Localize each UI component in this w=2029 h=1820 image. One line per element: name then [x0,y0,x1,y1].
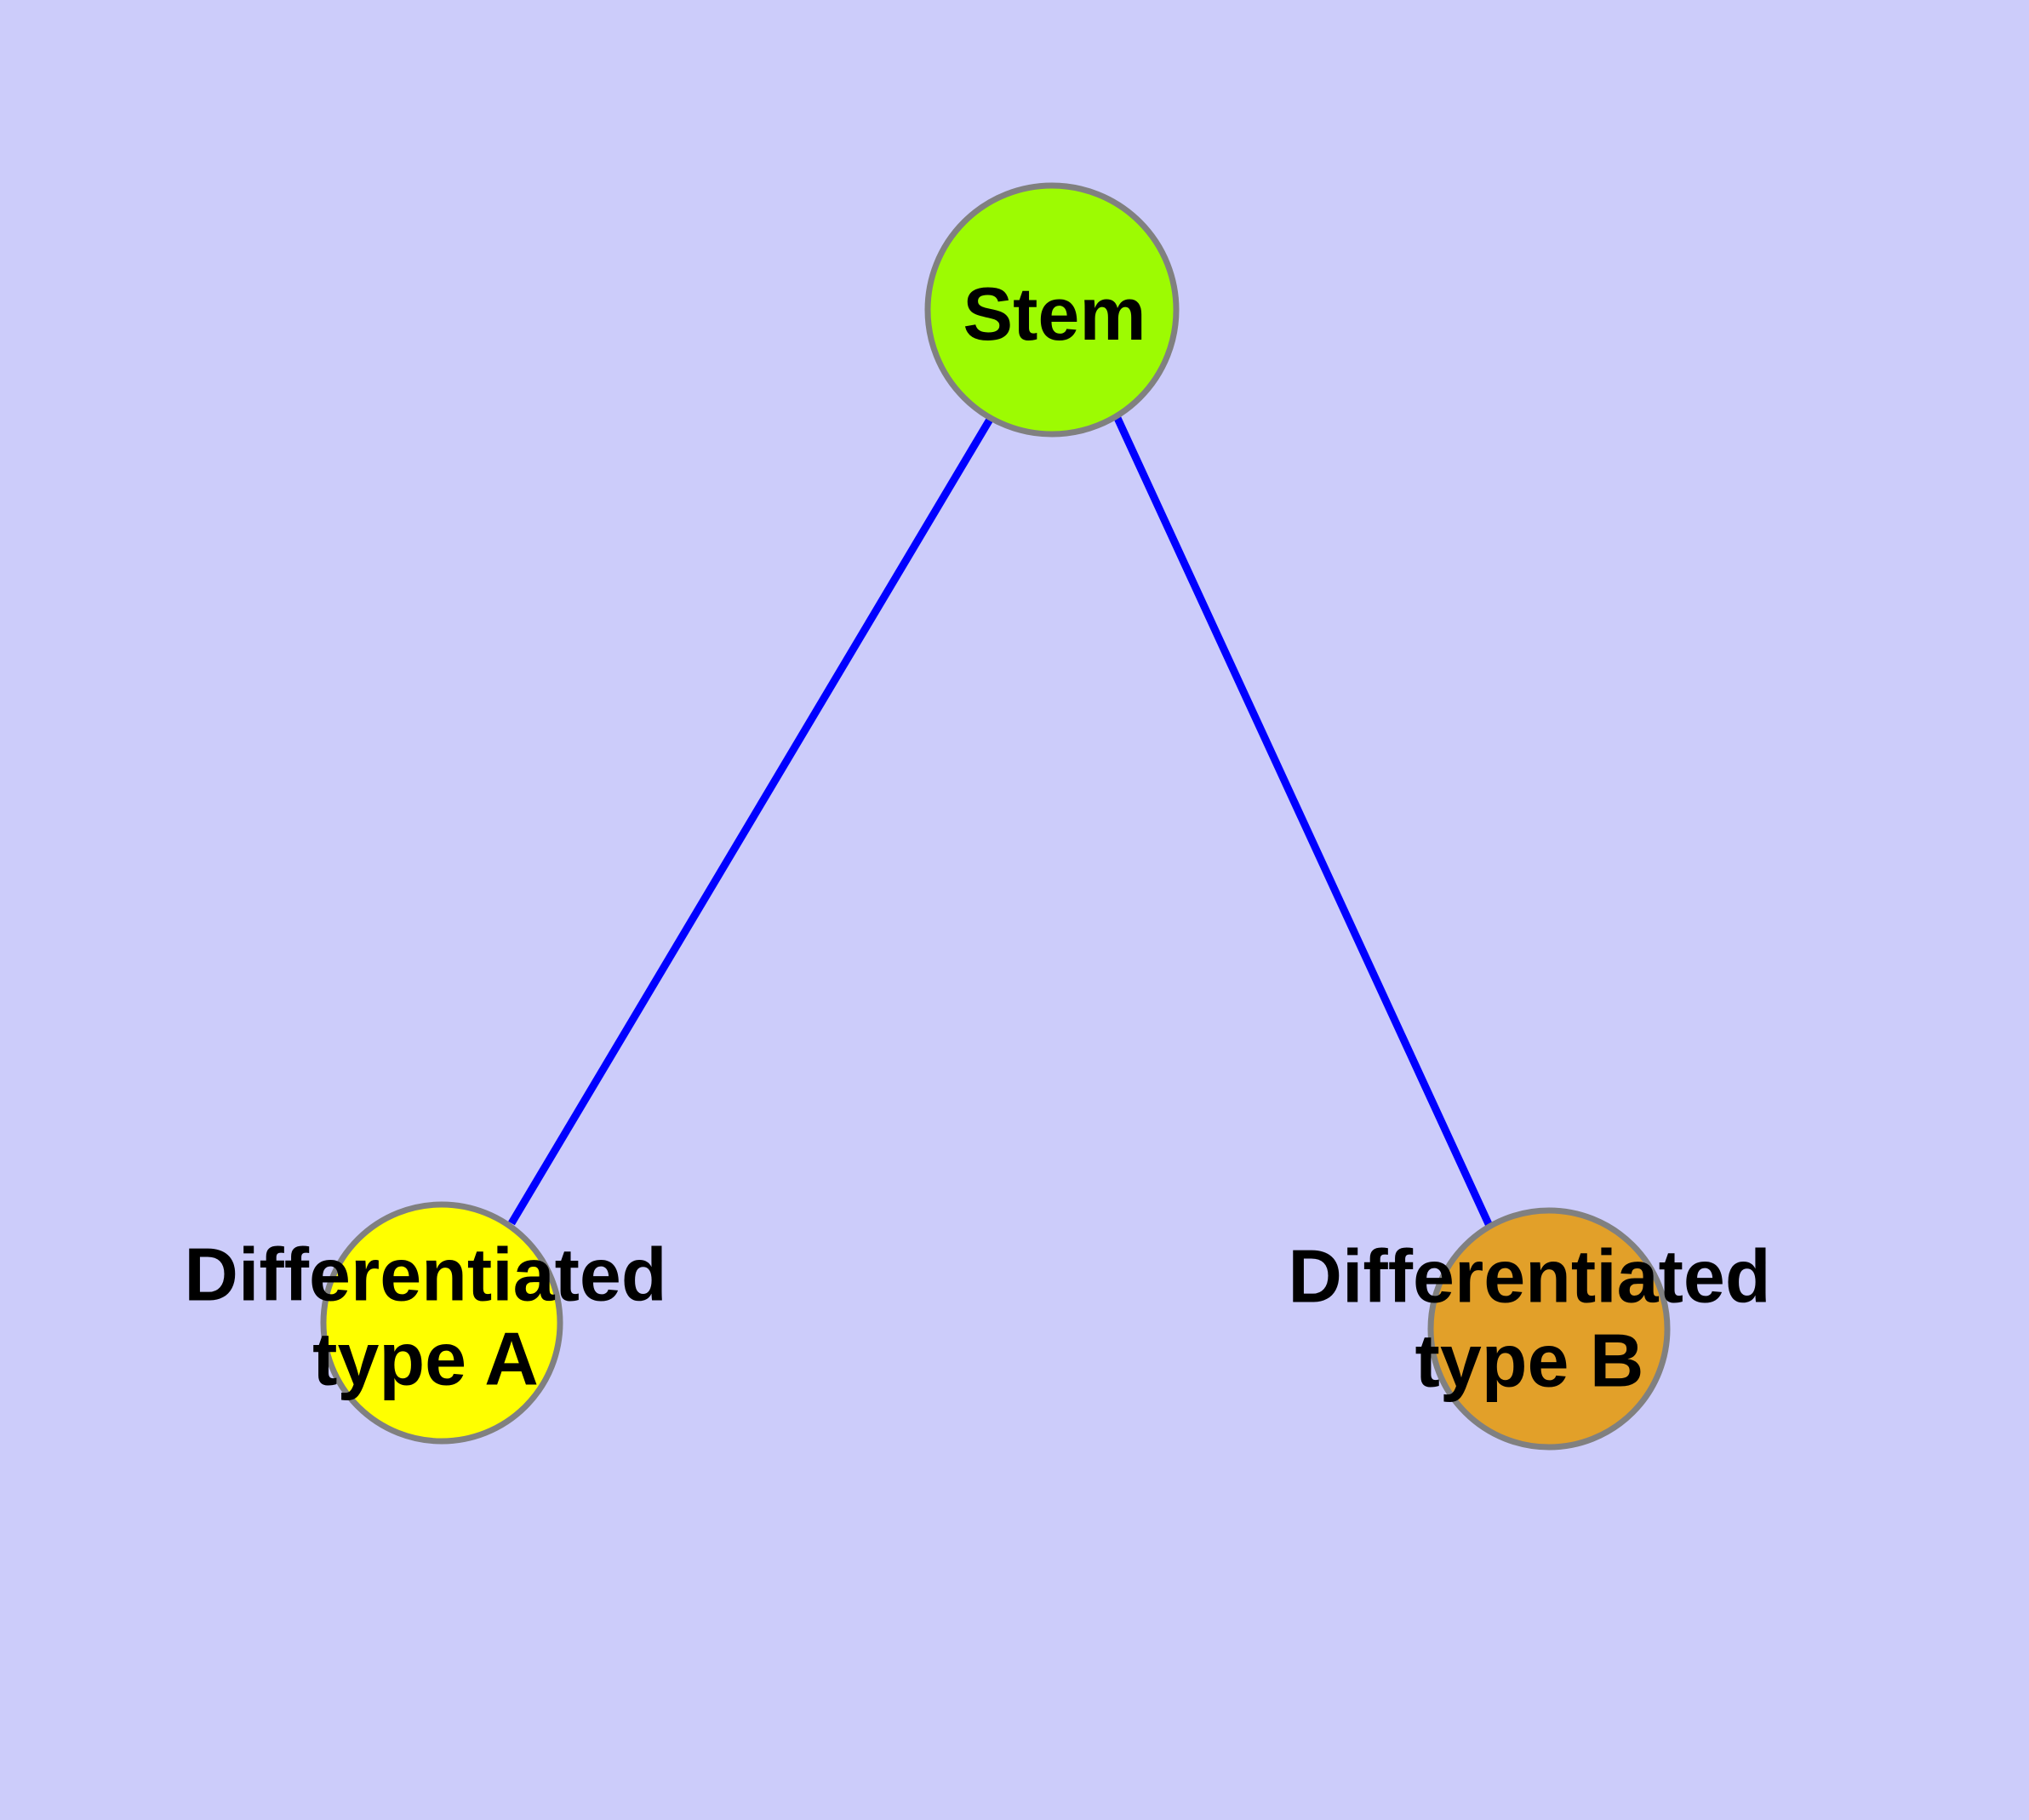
graph-node-diff_a[interactable] [320,1201,563,1445]
graph-edge-stem-to-diff_a[interactable] [508,415,994,1226]
graph-node-label-line: Differentiated [1288,1234,1770,1319]
graph-node-diff_b[interactable] [1427,1207,1671,1451]
node-layer [320,182,1671,1451]
graph-node-label-line: Stem [963,272,1146,356]
graph-edge-stem-to-diff_b[interactable] [1112,415,1494,1228]
graph-node-label-line: type B [1415,1319,1644,1403]
graph-node-stem[interactable] [924,182,1180,438]
edge-layer [508,415,1494,1228]
graph-node-label-line: Differentiated [184,1233,666,1317]
graph-node-label-stem: Stem [963,272,1146,356]
graph-node-label-line: type A [312,1317,539,1401]
